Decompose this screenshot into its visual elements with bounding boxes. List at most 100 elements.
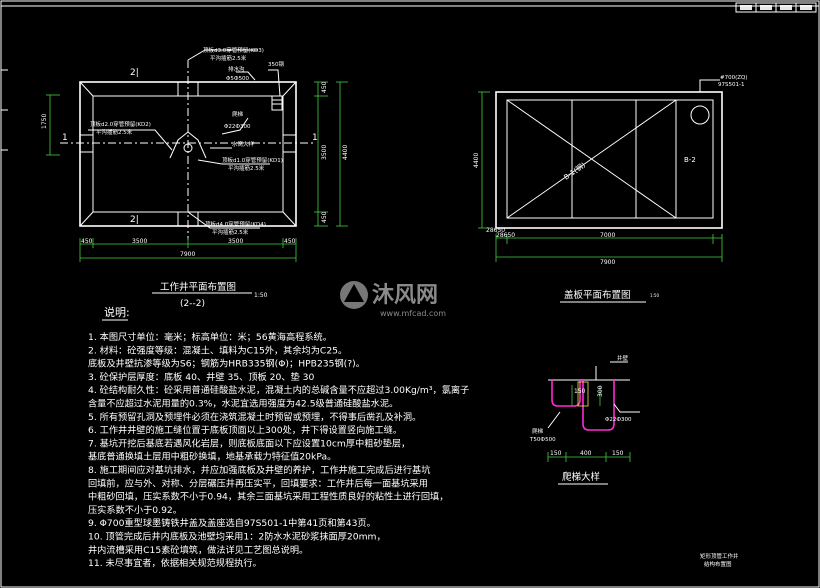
sump-outline [169, 131, 207, 159]
ladder-dim-b1: 150 [550, 450, 562, 457]
ladder-dim-b2: 400 [580, 450, 592, 457]
work-well-plan[interactable]: 2| 2| 1 1 顶板d3.0穿管预留(KD3) 平沟插筋2.5米 排水沟 Φ… [41, 46, 349, 309]
callout-kd2-b: 平沟插筋2.5米 [96, 128, 133, 136]
note-line: 4. 砼结构耐久性：砼采用普通硅酸盐水泥，混凝土内的总碱含量不应超过3.00Kg… [88, 384, 469, 396]
dim-left: 1750 [41, 114, 48, 129]
callout-sump: 水窝大样 [232, 140, 255, 148]
callout-kd3-b: 平沟插筋2.5米 [210, 54, 247, 62]
ladder-bottom-dims [547, 452, 631, 462]
note-line: 7. 基坑开挖后基底若遇风化岩层，则底板底面以下应设置10cm厚中粗砂垫层， [88, 437, 410, 449]
callout-ladder: 爬梯 [232, 110, 244, 118]
note-line: 10. 顶管完成后井内底板及池壁均采用1：2防水水泥砂浆抹面厚20mm， [88, 531, 386, 543]
cover-outer [495, 91, 723, 229]
leader-kd3 [187, 49, 258, 61]
cover-b2-label: B-2 [684, 156, 696, 164]
note-line: 2. 材料：砼强度等级：混凝土、填料为C15外，其余均为C25。 [88, 344, 347, 356]
note-line: 1. 本图尺寸单位：毫米；标高单位：米；56黄海高程系统。 [88, 331, 332, 343]
plan-well-subtitle: (2--2) [180, 299, 205, 309]
ladder-bar-label: Φ22Ф300 [605, 417, 632, 423]
ladder-title: 爬梯大样 [562, 471, 600, 483]
ladder-rung-left [551, 380, 581, 407]
drawing-title-line1: 矩形顶管工作井 [700, 552, 739, 560]
cover-dim-bottom-1: 28650 [496, 232, 515, 239]
manhole-label: #700(ZQ) [720, 75, 748, 81]
ladder-mark [271, 95, 283, 111]
plan-well-title: 工作井平面布置图 [160, 281, 236, 293]
manhole-circle [690, 105, 710, 125]
leader-kd2 [88, 129, 173, 151]
note-line: 5. 所有预留孔洞及预埋件必须在浇筑混凝土时预留或预埋，不得事后凿孔及补洞。 [88, 411, 421, 423]
watermark-brand: 沐风网 [372, 283, 438, 308]
ladder-top-label: 井壁 [617, 354, 629, 362]
section-mark-1-right: 1 [312, 133, 318, 143]
left-margin-ticks [1, 69, 8, 151]
watermark-url: www.mfcad.com [380, 309, 446, 318]
cover-plan-title: 盖板平面布置图 [564, 289, 631, 301]
drawing-title: 矩形顶管工作井 结构布置图 [700, 552, 739, 568]
note-line: 底板及井壁抗渗等级为S6；钢筋为HRB335钢(Φ)；HPB235钢(?)。 [88, 358, 365, 370]
note-line: 井内流槽采用C15素砼填筑，做法详见工艺图总说明。 [88, 544, 308, 556]
note-line: 9. Φ700重型球墨铸铁井盖及盖座选自97S501-1中第41页和第43页。 [88, 517, 376, 529]
drawing-title-line2: 结构布置图 [704, 560, 732, 568]
section-mark-2-top: 2| [130, 68, 139, 78]
note-line: 11. 未尽事宜者，依据相关规范规程执行。 [88, 557, 262, 569]
note-line: 基底普通换填土层用中粗砂换填，地基承载力特征值20kPa。 [88, 451, 336, 463]
note-line: 中粗砂回填，压实系数不小于0.94，其余三面基坑采用工程性质良好的粘性土进行回填… [88, 491, 448, 503]
dim-bottom-total: 7900 [180, 251, 195, 258]
callout-drain-spec: Φ5Ф500 [226, 76, 250, 82]
cover-diagonal-2 [506, 99, 677, 219]
dim-bottom-1: 450 [81, 238, 93, 245]
cover-inner [506, 99, 714, 219]
callout-kd1-b: 平沟插筋2.5米 [228, 164, 265, 172]
note-line: 压实系数不小于0.92。 [88, 504, 182, 516]
cover-plan[interactable]: #700(ZQ) 97S501-1 B-1(钢) B-2 4400 28650 … [473, 75, 748, 303]
dim-bottom-3: 3500 [228, 238, 243, 245]
ladder-dim-box [577, 381, 589, 407]
cover-dim-bottom-total: 7900 [600, 259, 615, 266]
manhole-label-2: 97S501-1 [718, 82, 744, 88]
dim-bottom-2: 3500 [132, 238, 147, 245]
section-mark-2-bottom: 2| [130, 215, 139, 225]
well-dimensions [46, 81, 348, 262]
cover-dim-left: 4400 [473, 153, 480, 168]
section-mark-1-left: 1 [62, 133, 68, 143]
cover-dimensions [478, 91, 723, 262]
notes-block: 说明: 1. 本图尺寸单位：毫米；标高单位：米；56黄海高程系统。2. 材料：砼… [88, 305, 469, 569]
ladder-left-label-2: T50Ф500 [529, 437, 556, 443]
cover-plan-scale: 1:50 [650, 293, 659, 298]
callout-ladder-spec: Φ22Ф300 [224, 124, 251, 130]
callout-350: 350钢 [268, 60, 284, 68]
callout-kd1: 顶板d1.0穿管预留(KD1) [222, 156, 283, 164]
watermark-logo-icon [340, 281, 368, 309]
leader-kd4 [187, 211, 260, 229]
dim-right-mid: 3500 [321, 145, 328, 160]
callout-kd4: 顶板d4.0穿管预留(KD4) [205, 220, 266, 228]
ladder-rung-right [582, 380, 615, 431]
sump-circle [183, 143, 193, 153]
note-line: 6. 工作井井壁的施工缝位置于底板顶面以上300处，井下得设置竖向施工缝。 [88, 424, 402, 436]
title-block [735, 2, 817, 13]
dim-bottom-4: 450 [284, 238, 296, 245]
note-line: 回填前，应与外、对称、分层碾压井再压实平，回填要求：工作井后每一面基坑采用 [88, 477, 428, 489]
cover-dim-left-top: 28650 [486, 227, 505, 234]
leader-kd1 [197, 159, 270, 165]
callout-drain: 排水沟 [228, 65, 245, 73]
cover-dim-bottom-2: 7000 [600, 232, 615, 239]
ladder-detail[interactable]: 井壁 Φ22Ф300 爬梯 T50Ф500 150 300 150 400 15… [529, 354, 640, 485]
notes-heading: 说明: [104, 305, 130, 319]
dim-right-total: 4400 [342, 145, 349, 160]
note-line: 3. 砼保护层厚度：底板 40、井壁 35、顶板 20、垫 30 [88, 371, 314, 383]
callout-kd2: 顶板d2.0穿管预留(KD2) [90, 120, 151, 128]
dim-right-top: 450 [321, 81, 328, 93]
plan-well-scale: 1:50 [254, 292, 268, 299]
callout-kd4-b: 平沟插筋2.5米 [212, 228, 249, 236]
ladder-dim-150: 150 [574, 388, 586, 395]
dim-right-bot: 450 [321, 211, 328, 223]
note-line: 含量不应超过水泥用量的0.3%，水泥宜选用强度为42.5级普通硅酸盐水泥。 [88, 398, 398, 410]
cover-b1-label: B-1(钢) [562, 160, 587, 181]
ladder-dim-b3: 150 [612, 450, 624, 457]
callout-kd3: 顶板d3.0穿管预留(KD3) [203, 46, 264, 54]
ladder-dim-300: 300 [597, 385, 604, 397]
